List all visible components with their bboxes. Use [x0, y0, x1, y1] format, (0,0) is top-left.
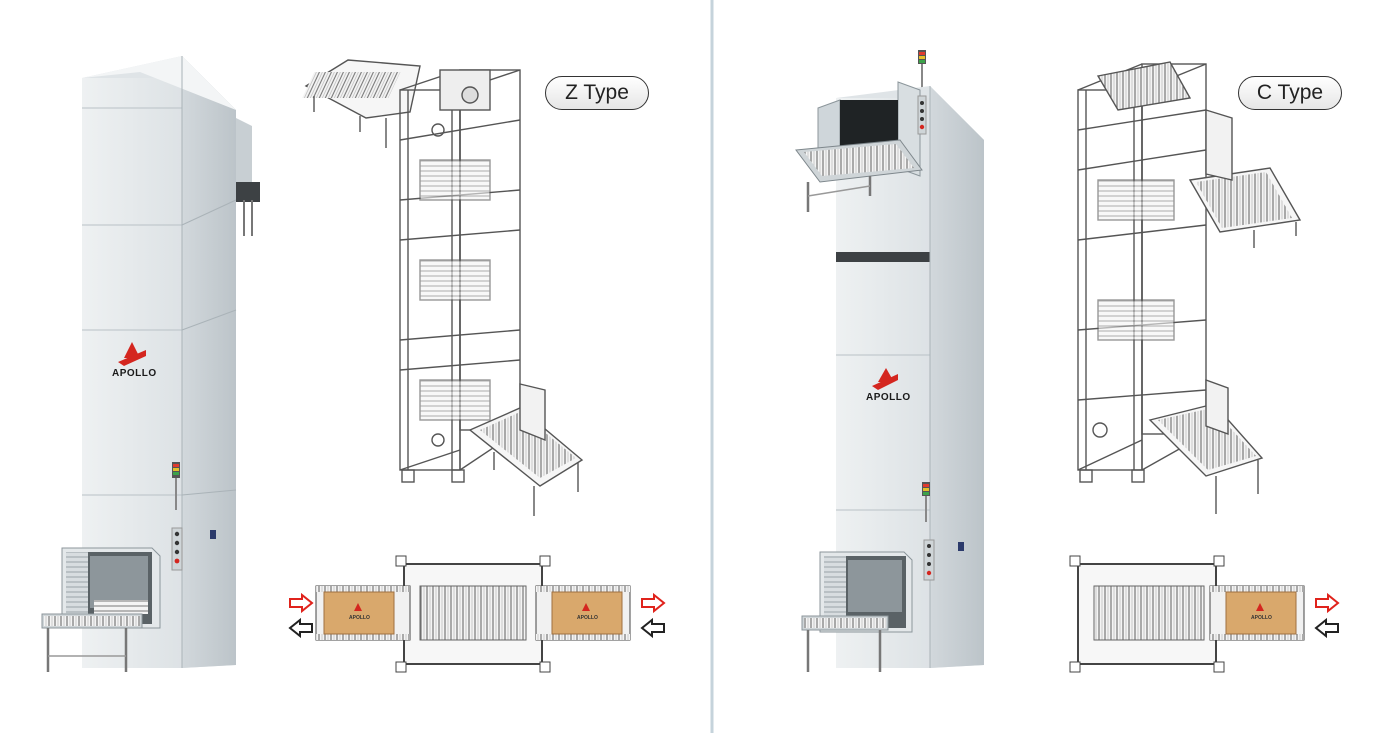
cardboard-box-out: [551, 591, 623, 635]
z-type-label: Z Type: [545, 76, 649, 110]
arrow-left-black-icon: [288, 617, 313, 639]
z-frame-drawing: [302, 59, 584, 516]
c-box-out-brand: APOLLO: [1251, 615, 1272, 621]
z-box-out-brand: APOLLO: [577, 615, 598, 621]
arrow-right-red-icon: [641, 592, 666, 614]
c-frame-drawing: [1077, 61, 1302, 514]
z-cabinet-brand: APOLLO: [112, 368, 157, 379]
arrow-left-black-icon: [640, 617, 665, 639]
cardboard-box-out: [1225, 591, 1297, 635]
cardboard-box-in: [323, 591, 395, 635]
z-enclosed-lift: [41, 56, 260, 672]
arrow-right-red-icon: [289, 592, 314, 614]
c-type-label: C Type: [1238, 76, 1342, 110]
c-cabinet-brand: APOLLO: [866, 392, 911, 403]
z-top-view: [288, 555, 666, 673]
c-top-view: [1069, 555, 1340, 673]
c-enclosed-lift: [795, 50, 984, 672]
arrow-left-black-icon: [1314, 617, 1339, 639]
z-box-in-brand: APOLLO: [349, 615, 370, 621]
arrow-right-red-icon: [1315, 592, 1340, 614]
apollo-logo-icon: [124, 342, 140, 358]
